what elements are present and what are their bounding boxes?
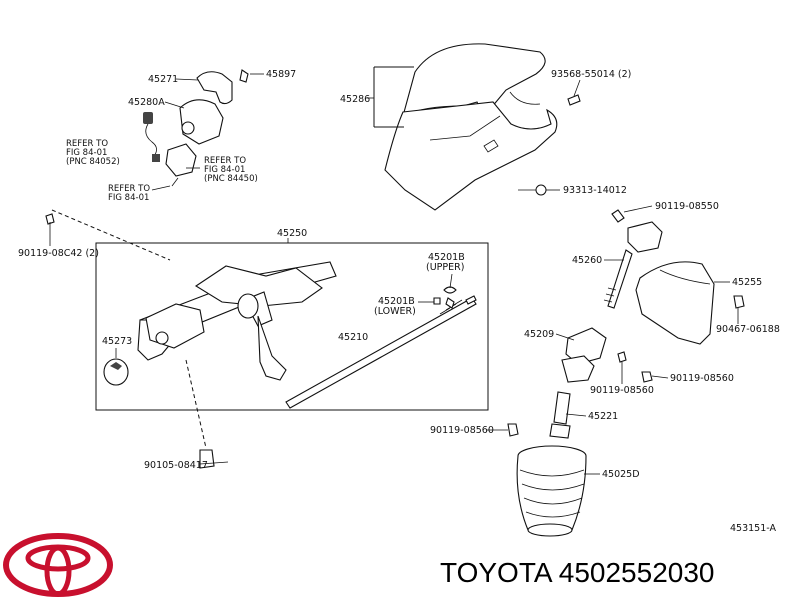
label-45025D: 45025D <box>602 469 640 480</box>
label-lower: (LOWER) <box>374 306 416 317</box>
label-45201B-lower: 45201B <box>378 296 415 307</box>
label-45897: 45897 <box>266 69 296 80</box>
label-90105: 90105-08417 <box>144 460 208 471</box>
label-90467: 90467-06188 <box>716 324 780 335</box>
intermediate-shaft <box>549 209 663 439</box>
label-45273: 45273 <box>102 336 132 347</box>
label-45221: 45221 <box>588 411 618 422</box>
label-90119-08560-c: 90119-08560 <box>430 425 494 436</box>
label-45271: 45271 <box>148 74 178 85</box>
ref1-line1: REFER TO <box>66 139 108 149</box>
label-45201B-upper: 45201B <box>428 252 465 263</box>
column-assembly-box <box>95 242 489 411</box>
label-93568: 93568-55014 (2) <box>551 69 631 80</box>
label-45280A: 45280A <box>128 97 165 108</box>
label-45250: 45250 <box>277 228 307 239</box>
label-45210: 45210 <box>338 332 368 343</box>
ref2-line3: (PNC 84450) <box>204 174 258 184</box>
ref3-line2: FIG 84-01 <box>108 193 149 203</box>
brand-part-number: TOYOTA 4502552030 <box>440 557 715 588</box>
ref1-line3: (PNC 84052) <box>66 157 120 167</box>
label-90119-08C42: 90119-08C42 (2) <box>18 248 99 259</box>
label-45209: 45209 <box>524 329 554 340</box>
column-cover <box>384 43 558 211</box>
column-hole-cover <box>635 261 745 345</box>
main-shaft <box>285 295 477 409</box>
label-93313: 93313-14012 <box>563 185 627 196</box>
ref2-line2: FIG 84-01 <box>204 165 245 175</box>
column-tube <box>103 261 337 386</box>
toyota-logo-icon <box>3 533 113 597</box>
steering-boot <box>516 445 587 537</box>
ref3-line1: REFER TO <box>108 184 150 194</box>
label-45260: 45260 <box>572 255 602 266</box>
label-90119-08560-a: 90119-08560 <box>590 385 654 396</box>
label-90119-08560-b: 90119-08560 <box>670 373 734 384</box>
figure-id: 453151-A <box>730 523 776 534</box>
label-90119-08550: 90119-08550 <box>655 201 719 212</box>
ref1-line2: FIG 84-01 <box>66 148 107 158</box>
lock-bracket-assembly <box>143 69 249 187</box>
label-45286: 45286 <box>340 94 370 105</box>
label-upper: (UPPER) <box>426 262 464 273</box>
label-45255: 45255 <box>732 277 762 288</box>
ref2-line1: REFER TO <box>204 156 246 166</box>
